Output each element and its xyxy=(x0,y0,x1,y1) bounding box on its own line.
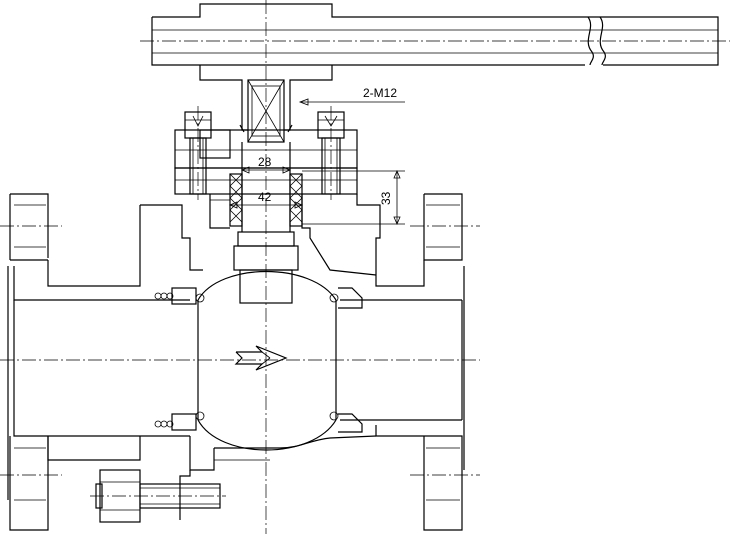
end-flange-left xyxy=(7,193,190,531)
packing-right xyxy=(289,173,303,227)
dim-inner-diameter-label: 28 xyxy=(258,155,272,169)
dimension-outer-diameter: 42 xyxy=(228,190,304,209)
dim-thread-label: 2-M12 xyxy=(363,86,397,100)
dim-packing-height-label: 33 xyxy=(379,191,393,205)
lever-handle xyxy=(151,3,719,66)
valve-body-lower xyxy=(179,435,377,520)
packing-left xyxy=(229,173,243,227)
seat-right xyxy=(338,287,363,433)
dimension-thread: 2-M12 xyxy=(298,86,405,106)
bonnet-neck xyxy=(140,194,381,276)
flow-direction-arrow xyxy=(234,345,288,371)
seat-left xyxy=(154,287,197,431)
end-flange-right xyxy=(340,193,465,531)
dim-outer-diameter-label: 42 xyxy=(258,190,272,204)
dimension-packing-height: 33 xyxy=(302,169,405,226)
dimension-inner-diameter: 28 xyxy=(240,155,292,174)
